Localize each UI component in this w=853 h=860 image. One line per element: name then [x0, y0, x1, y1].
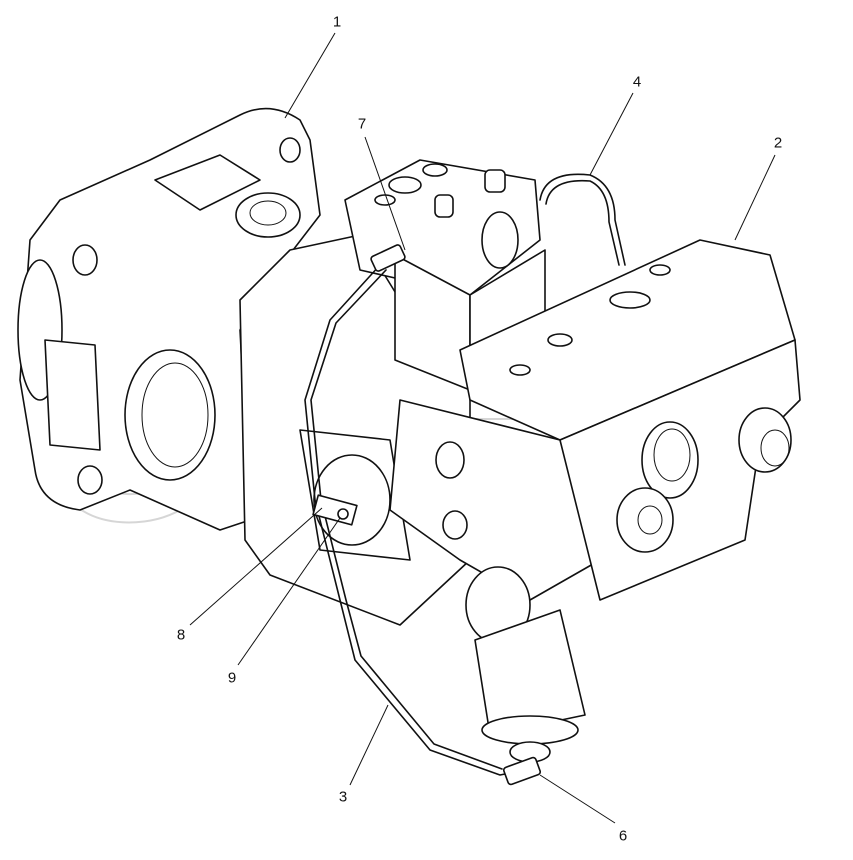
callout-7: 7: [357, 115, 367, 133]
fitting-6: [502, 756, 542, 786]
lower-cylinder: [465, 566, 586, 763]
callout-1: 1: [332, 13, 342, 31]
callout-9: 9: [227, 669, 237, 687]
pipe-3: [304, 264, 516, 776]
side-valve-block: [389, 239, 801, 601]
pipe-3-inner: [310, 269, 503, 770]
callout-6: 6: [618, 827, 628, 845]
callout-2: 2: [773, 134, 783, 152]
callout-4: 4: [632, 73, 642, 91]
pipe-4: [539, 173, 626, 266]
callout-8: 8: [176, 626, 186, 644]
fitting-7: [370, 244, 406, 272]
pump-housing: [17, 107, 321, 531]
leader-lines: [189, 32, 776, 824]
bolt-9: [337, 508, 349, 520]
callout-3: 3: [338, 788, 348, 806]
pipe-4-inner: [545, 179, 620, 266]
